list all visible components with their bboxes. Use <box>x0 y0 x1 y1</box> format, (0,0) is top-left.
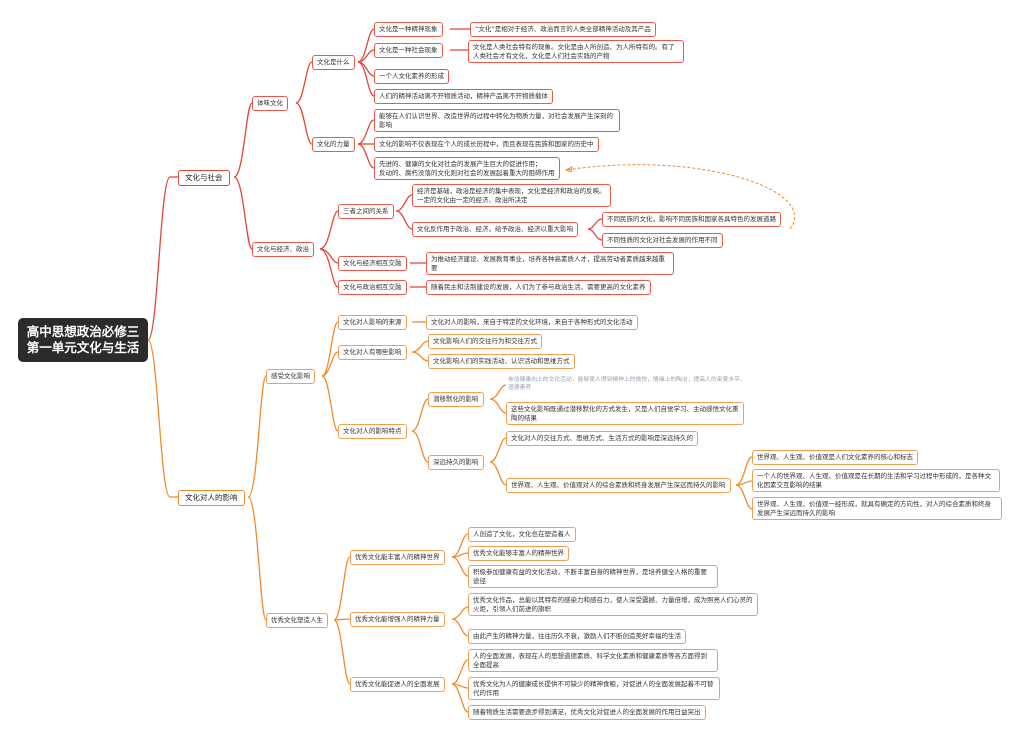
branch-culture-influence[interactable]: 文化对人的影响 <box>178 490 245 506</box>
node-fanzuoyong-2[interactable]: 不同性质的文化对社会发展的作用不同 <box>602 233 723 248</box>
node-laiyuan[interactable]: 文化对人影响的来源 <box>338 315 407 330</box>
node-jingshen-detail[interactable]: “文化”是相对于经济、政治而言的人类全部精神活动及其产品 <box>470 22 656 37</box>
node-liliang-3[interactable]: 先进的、健康的文化对社会的发展产生巨大的促进作用； 反动的、腐朽没落的文化则对社… <box>374 157 560 180</box>
node-jingji-jiaorong[interactable]: 文化与经济相互交融 <box>338 256 407 271</box>
node-sanzhe-jichu[interactable]: 经济是基础，政治是经济的集中表现，文化是经济和政治的反映。 一定的文化由一定的经… <box>412 184 611 207</box>
node-zengqiang-2[interactable]: 由此产生的精神力量，往往历久不衰，激励人们不断创造美好幸福的生活 <box>468 629 686 644</box>
node-cujin-1[interactable]: 人的全面发展，表现在人的思想道德素质、科学文化素质和健康素质等各方面得到全面提高 <box>468 649 718 672</box>
root-topic[interactable]: 高中思想政治必修三 第一单元文化与生活 <box>18 318 148 362</box>
node-liliang-2[interactable]: 文化的影响不仅表现在个人的成长历程中，而且表现在民族和国家的历史中 <box>374 137 599 152</box>
node-shijieguan[interactable]: 世界观、人生观、价值观对人的综合素质和终身发展产生深远而持久的影响 <box>506 478 731 493</box>
node-sanzhe[interactable]: 三者之间的关系 <box>338 204 394 219</box>
node-tedian[interactable]: 文化对人的影响特点 <box>338 424 407 439</box>
node-wenhua-shi[interactable]: 文化是什么 <box>312 55 355 70</box>
node-zengqiang[interactable]: 优秀文化能增强人的精神力量 <box>350 612 445 627</box>
node-zhengzhi-jiaorong-detail[interactable]: 随着民主和法制建设的发展，人们为了参与政治生活，需要更高的文化素养 <box>426 280 651 295</box>
node-jingji-zhengzhi[interactable]: 文化与经济、政治 <box>252 242 314 257</box>
node-naxie-1[interactable]: 文化影响人们的交往行为和交往方式 <box>428 334 542 349</box>
node-shehui-detail[interactable]: 文化是人类社会特有的现象。文化是由人所创造、为人所特有的。有了人类社会才有文化，… <box>468 40 684 63</box>
node-cujin-2[interactable]: 优秀文化为人的健康成长提供不可缺少的精神食粮，对促进人的全面发展起着不可替代的作… <box>468 677 720 700</box>
node-qianyi-detail[interactable]: 这些文化影响既通过潜移默化的方式发生，又是人们自觉学习、主动感悟文化熏陶的结果 <box>506 402 744 425</box>
node-suyang[interactable]: 一个人文化素养的形成 <box>374 69 449 84</box>
node-liliang-1[interactable]: 能够在人们认识世界、改造世界的过程中转化为物质力量，对社会发展产生深刻的影响 <box>374 109 620 132</box>
node-shenyuan[interactable]: 深远持久的影响 <box>428 455 484 470</box>
node-naxie-2[interactable]: 文化影响人们的实践活动、认识活动和思维方式 <box>428 354 575 369</box>
node-shijieguan-2[interactable]: 一个人的世界观、人生观、价值观是在长期的生活和学习过程中形成的，是各种文化因素交… <box>752 469 1000 492</box>
node-cujin-3[interactable]: 随着物质生活需要逐步得到满足，优秀文化对促进人的全面发展的作用日益突出 <box>468 705 706 720</box>
node-laiyuan-detail[interactable]: 文化对人的影响，来自于特定的文化环境，来自于各种形式的文化活动 <box>426 315 638 330</box>
node-fanzuoyong-1[interactable]: 不同民族的文化，影响不同民族和国家各具特色的发展道路 <box>602 212 781 227</box>
node-fengfu-3[interactable]: 积极参加健康有益的文化活动，不断丰富自身的精神世界，是培养健全人格的重要途径 <box>468 565 718 588</box>
node-zaiti[interactable]: 人们的精神活动离不开物质活动，精神产品离不开物质载体 <box>374 89 553 104</box>
node-qianyi[interactable]: 潜移默化的影响 <box>428 392 484 407</box>
node-fengfu-2[interactable]: 优秀文化能够丰富人的精神世界 <box>468 546 569 561</box>
node-jingshen[interactable]: 文化是一种精神现象 <box>374 22 443 37</box>
node-fengfu[interactable]: 优秀文化能丰富人的精神世界 <box>350 550 445 565</box>
node-zengqiang-1[interactable]: 优秀文化作品，总能以其特有的感染力和感召力，使人深受震撼、力量倍增，成为照亮人们… <box>468 593 758 616</box>
node-zhengzhi-jiaorong[interactable]: 文化与政治相互交融 <box>338 280 407 295</box>
node-jingji-jiaorong-detail[interactable]: 为推动经济建设、发展教育事业，培养各种高素质人才，提高劳动者素质越来越重要 <box>426 252 674 275</box>
node-suzao[interactable]: 优秀文化塑造人生 <box>266 613 328 628</box>
node-fengfu-1[interactable]: 人创造了文化，文化也在塑造着人 <box>468 527 576 542</box>
node-fanzuoyong[interactable]: 文化反作用于政治、经济，给予政治、经济以重大影响 <box>412 222 578 237</box>
node-shijieguan-1[interactable]: 世界观、人生观、价值观是人们文化素养的核心和标志 <box>752 450 918 465</box>
node-naxie[interactable]: 文化对人有哪些影响 <box>338 345 407 360</box>
node-tiwei[interactable]: 体味文化 <box>252 96 288 111</box>
node-shijieguan-3[interactable]: 世界观、人生观、价值观一经形成，就具有确定的方向性，对人的综合素质和终身发展产生… <box>752 497 1002 520</box>
branch-culture-society[interactable]: 文化与社会 <box>178 170 230 186</box>
node-shehui[interactable]: 文化是一种社会现象 <box>374 43 443 58</box>
node-shenyuan-1[interactable]: 文化对人的交往方式、思维方式、生活方式的影响是深远持久的 <box>506 431 698 446</box>
node-cujin[interactable]: 优秀文化能促进人的全面发展 <box>350 677 445 692</box>
node-qianyi-faded: 参加健康向上的文化活动，能够使人得到精神上的愉悦，情操上的陶冶，提高人的审美水平… <box>508 377 746 391</box>
node-liliang[interactable]: 文化的力量 <box>312 137 355 152</box>
node-ganshou[interactable]: 感受文化影响 <box>266 369 315 384</box>
dashed-relation-link <box>565 164 796 230</box>
